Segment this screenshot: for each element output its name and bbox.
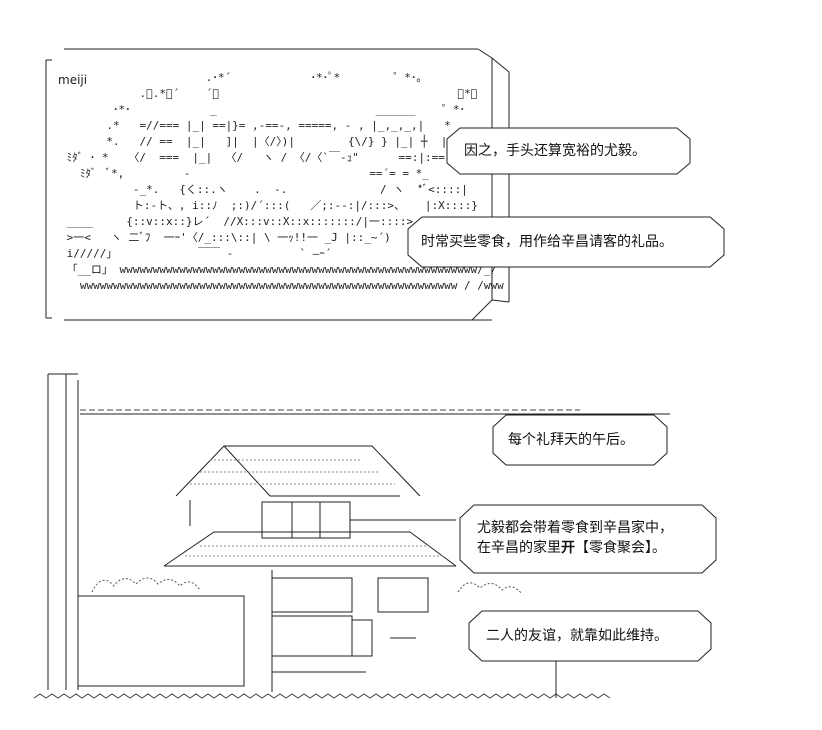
panel-bottom: 每个礼拜天的午后。 尤毅都会带着零食到辛昌家中， 在辛昌的家里开【零食聚会】。 … (0, 360, 822, 730)
house-drawing (33, 373, 670, 699)
caption-4-text-line1: 尤毅都会带着零食到辛昌家中， (477, 520, 673, 536)
caption-bubble-1: 因之，手头还算宽裕的尤毅。 (446, 127, 691, 175)
caption-bubble-1-outline (446, 127, 691, 175)
caption-5-text: 二人的友谊，就靠如此维持。 (486, 628, 668, 644)
caption-4-segment-c: 【零食聚会】。 (575, 540, 666, 556)
snack-table-ascii-art: .･*´ ･*･ﾟ* ゜*･｡ .ﾟ.*ﾟ´ ´ﾟ ゜*･ ･*･ _ ____… (66, 71, 504, 292)
caption-bubble-3: 每个礼拜天的午后。 (492, 414, 668, 466)
caption-3-text: 每个礼拜天的午后。 (508, 432, 634, 448)
caption-bubble-4: 尤毅都会带着零食到辛昌家中， 在辛昌的家里开【零食聚会】。 (459, 504, 717, 574)
caption-bubble-5-outline (468, 610, 712, 662)
caption-4-segment-a: 在辛昌的家里 (477, 540, 561, 556)
caption-4-text-line2: 在辛昌的家里开【零食聚会】。 (477, 538, 666, 558)
panel-top: meiji .･*´ ･*･ﾟ* ゜*･｡ .ﾟ.*ﾟ´ ´ﾟ ゜*･ ･*･ … (0, 0, 822, 335)
caption-4-segment-b: 开 (561, 540, 575, 556)
caption-1-text: 因之，手头还算宽裕的尤毅。 (464, 143, 646, 159)
caption-bubble-2-outline (407, 216, 725, 268)
caption-bubble-2: 时常买些零食，用作给辛昌请客的礼品。 (407, 216, 725, 268)
artist-signature: meiji (58, 73, 88, 87)
caption-bubble-4-outline (459, 504, 717, 574)
caption-bubble-3-outline (492, 414, 668, 466)
caption-2-text: 时常买些零食，用作给辛昌请客的礼品。 (421, 234, 673, 250)
caption-bubble-5: 二人的友谊，就靠如此维持。 (468, 610, 712, 662)
panel-top-frame (45, 48, 510, 321)
